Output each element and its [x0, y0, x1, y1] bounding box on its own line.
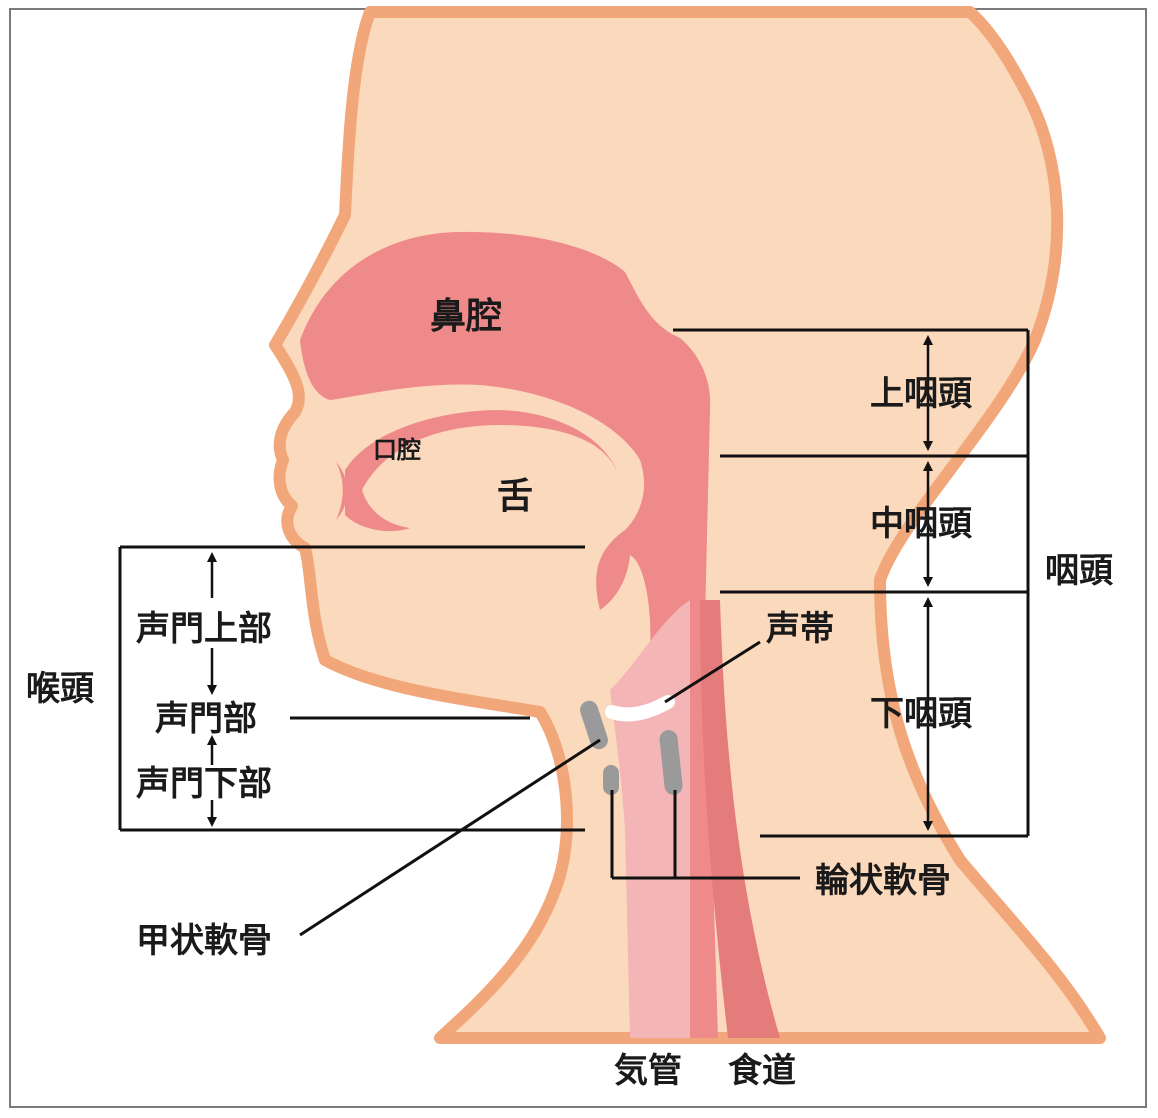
label-pharynx: 咽頭	[1045, 551, 1114, 591]
label-tongue: 舌	[497, 476, 533, 517]
label-subglottis: 声門下部	[136, 764, 272, 804]
label-trachea: 気管	[614, 1051, 682, 1091]
label-cricoid-cartilage: 輪状軟骨	[815, 861, 951, 901]
label-larynx: 喉頭	[26, 669, 95, 709]
label-esophagus: 食道	[728, 1051, 796, 1091]
label-oropharynx: 中咽頭	[870, 504, 973, 544]
label-oral-cavity: 口腔	[373, 436, 421, 464]
label-nasal-cavity: 鼻腔	[430, 296, 502, 337]
label-thyroid-cartilage: 甲状軟骨	[136, 921, 272, 961]
label-hypopharynx: 下咽頭	[870, 694, 973, 734]
label-nasopharynx: 上咽頭	[870, 374, 973, 414]
label-supraglottis: 声門上部	[136, 609, 272, 649]
label-glottis: 声門部	[155, 699, 257, 739]
label-vocal-cord: 声帯	[766, 609, 834, 649]
